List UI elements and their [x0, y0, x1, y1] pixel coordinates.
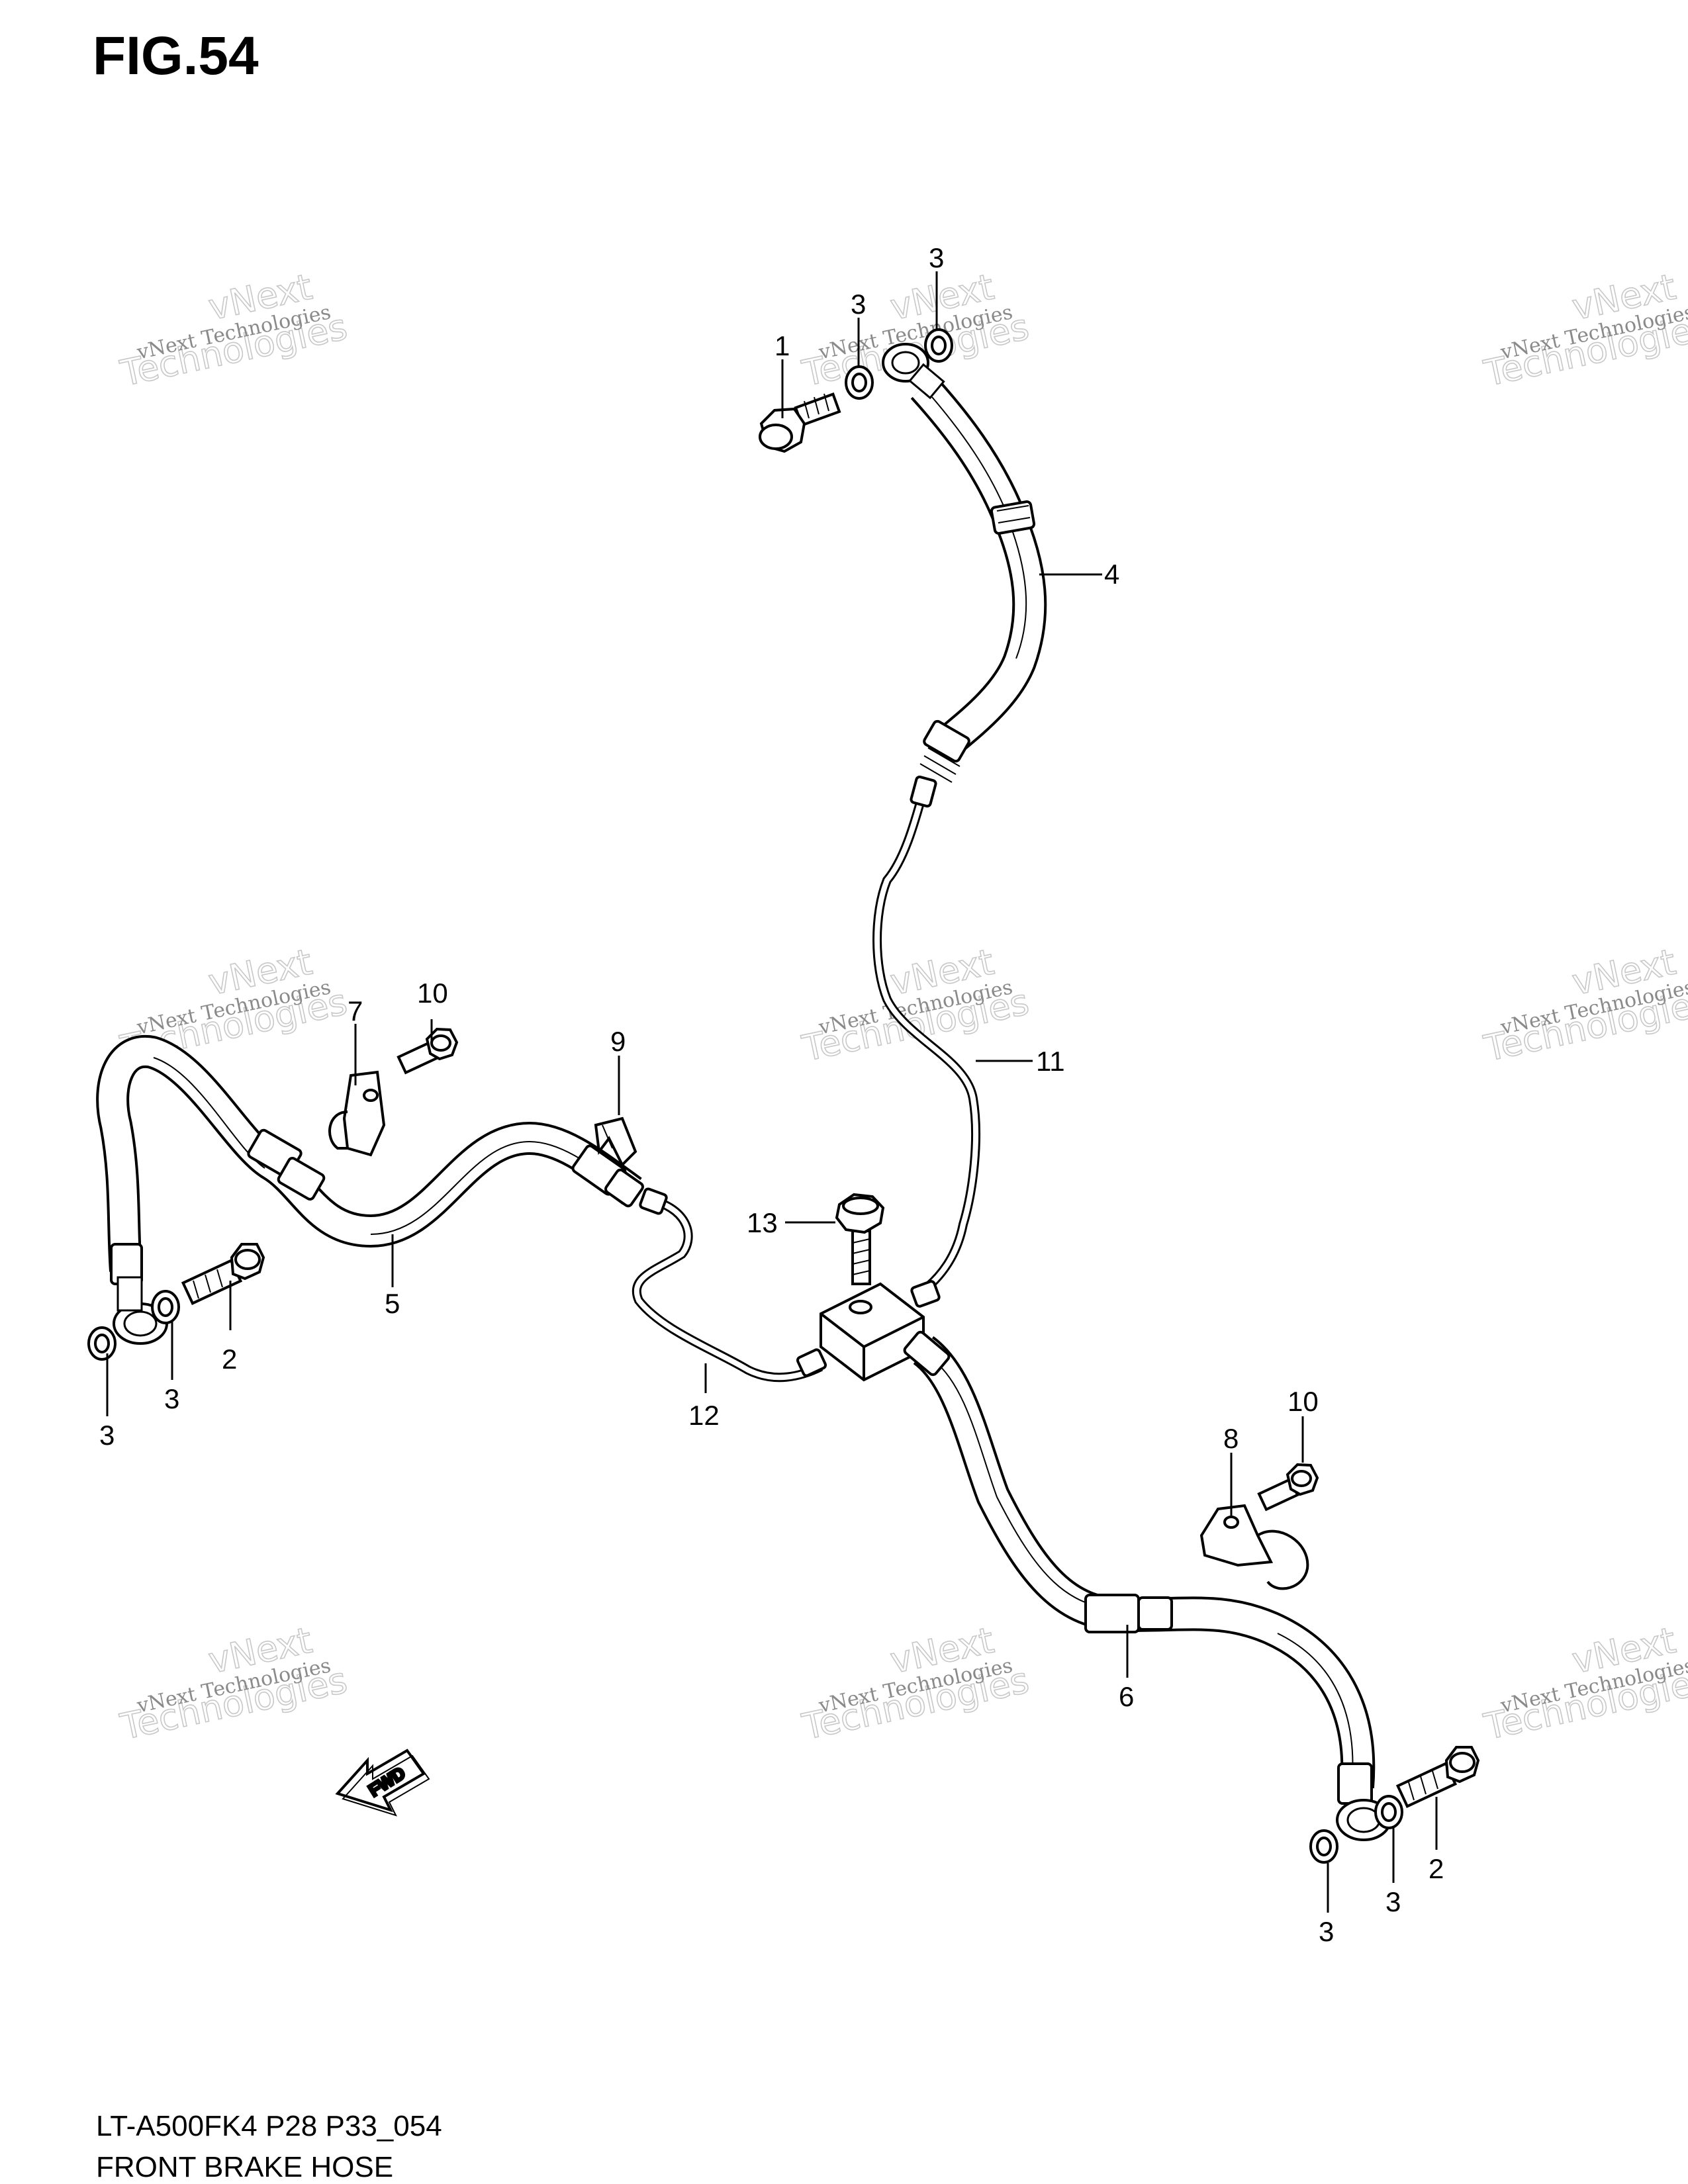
callout-10-left: 10	[417, 978, 448, 1009]
part-9-hose-clip	[594, 1116, 637, 1167]
washer-3d	[151, 1290, 180, 1324]
part-1-union-bolt	[759, 392, 841, 453]
washer-3a	[845, 365, 874, 400]
part-8-hose-clamp	[1199, 1504, 1309, 1590]
callout-10-right: 10	[1288, 1386, 1319, 1417]
callout-8: 8	[1223, 1423, 1239, 1454]
callout-13: 13	[747, 1207, 778, 1238]
callout-6: 6	[1119, 1681, 1134, 1712]
leader-lines	[106, 271, 1438, 1913]
fwd-direction-arrow: FWD	[335, 1749, 430, 1817]
callout-labels: 1 2 2 3 3 3 3 3 3 4 5 6 7 8 9 10 10 11 1…	[99, 242, 1444, 1947]
part-10-clamp-bolt-left	[397, 1027, 459, 1075]
figure-title: FIG.54	[93, 26, 259, 86]
brake-junction-block	[820, 1282, 925, 1382]
part-5-left-brake-hose	[96, 1035, 644, 1345]
callout-4: 4	[1104, 559, 1119, 590]
part-11-brake-pipe	[872, 775, 981, 1308]
washer-3f	[1374, 1795, 1403, 1829]
callout-3-e: 3	[1319, 1916, 1334, 1947]
part-10-clamp-bolt-right	[1257, 1463, 1319, 1512]
part-2-union-bolt-right	[1395, 1746, 1480, 1808]
callout-3-d: 3	[164, 1383, 179, 1414]
washer-3c	[87, 1326, 117, 1361]
callout-11: 11	[1036, 1046, 1065, 1077]
part-6-right-brake-hose	[903, 1330, 1391, 1841]
callout-3-b: 3	[929, 242, 944, 273]
callout-2-right: 2	[1429, 1853, 1444, 1884]
callout-12: 12	[688, 1400, 720, 1431]
callout-3-f: 3	[1385, 1886, 1401, 1917]
part-2-union-bolt-left	[181, 1243, 265, 1305]
callout-3-c: 3	[99, 1420, 115, 1451]
washer-3b	[924, 328, 953, 363]
part-12-brake-pipe	[632, 1187, 827, 1383]
part-13-mounting-bolt	[835, 1193, 885, 1285]
part-7-hose-clamp	[328, 1070, 386, 1157]
callout-3-a: 3	[851, 289, 866, 320]
callout-7: 7	[348, 995, 363, 1026]
part-3-gasket-washers	[87, 328, 1403, 1864]
callout-1: 1	[774, 330, 790, 361]
washer-3e	[1309, 1829, 1338, 1864]
diagram-caption: FRONT BRAKE HOSE	[96, 2151, 394, 2183]
model-code: LT-A500FK4 P28 P33_054	[96, 2110, 442, 2142]
callout-9: 9	[610, 1026, 626, 1057]
callout-5: 5	[385, 1288, 400, 1319]
part-4-upper-brake-hose	[882, 343, 1047, 783]
callout-2-left: 2	[222, 1343, 237, 1375]
